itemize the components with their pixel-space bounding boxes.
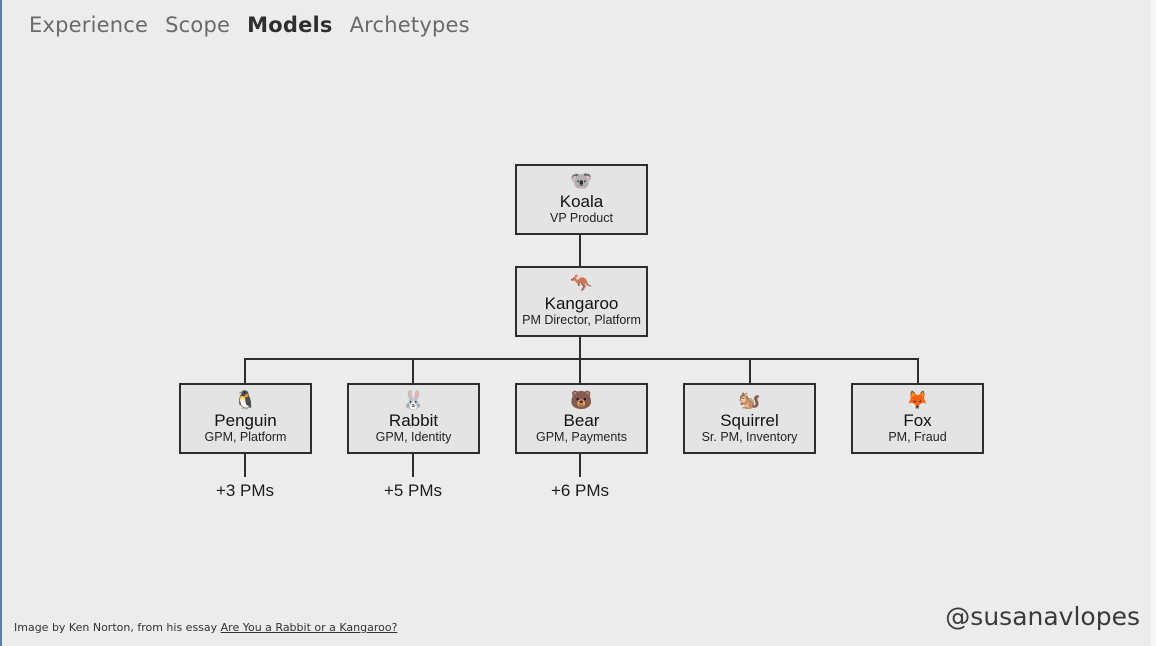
node-fox: 🦊 Fox PM, Fraud — [851, 383, 984, 454]
tab-experience[interactable]: Experience — [29, 13, 149, 37]
squirrel-icon: 🐿️ — [738, 390, 761, 411]
node-squirrel: 🐿️ Squirrel Sr. PM, Inventory — [683, 383, 816, 454]
node-name: Penguin — [214, 411, 277, 430]
node-rabbit: 🐰 Rabbit GPM, Identity — [347, 383, 480, 454]
connector-drop-penguin — [244, 358, 246, 384]
node-name: Kangaroo — [544, 294, 619, 313]
koala-icon: 🐨 — [570, 171, 593, 192]
credit-text: Image by Ken Norton, from his essay — [14, 621, 221, 634]
node-name: Fox — [903, 411, 932, 430]
node-penguin: 🐧 Penguin GPM, Platform — [179, 383, 312, 454]
connector-drop-rabbit — [412, 358, 414, 384]
node-kangaroo: 🦘 Kangaroo PM Director, Platform — [515, 266, 648, 337]
connector-drop-squirrel — [749, 358, 751, 384]
connector-drop-fox — [917, 358, 919, 384]
connector-vp-director — [579, 233, 581, 267]
node-role: Sr. PM, Inventory — [701, 430, 798, 444]
author-handle: @susanavlopes — [945, 602, 1140, 631]
connector-bus — [244, 358, 919, 360]
team-count-rabbit: +5 PMs — [383, 481, 443, 500]
connector-team-rabbit — [412, 453, 414, 477]
node-name: Bear — [563, 411, 600, 430]
connector-team-bear — [579, 453, 581, 477]
tab-archetypes[interactable]: Archetypes — [349, 13, 470, 37]
section-nav: Experience Scope Models Archetypes — [29, 13, 470, 37]
node-name: Squirrel — [720, 411, 779, 430]
node-name: Rabbit — [388, 411, 439, 430]
node-name: Koala — [559, 192, 604, 211]
essay-link[interactable]: Are You a Rabbit or a Kangaroo? — [220, 621, 398, 634]
fox-icon: 🦊 — [906, 390, 929, 411]
penguin-icon: 🐧 — [234, 390, 257, 411]
node-role: GPM, Payments — [536, 430, 627, 444]
rabbit-icon: 🐰 — [402, 390, 425, 411]
team-count-penguin: +3 PMs — [215, 481, 275, 500]
node-role: PM Director, Platform — [522, 313, 641, 327]
tab-models[interactable]: Models — [247, 13, 333, 37]
team-count-bear: +6 PMs — [550, 481, 610, 500]
bear-icon: 🐻 — [570, 390, 593, 411]
node-role: VP Product — [549, 211, 613, 225]
node-role: GPM, Identity — [375, 430, 452, 444]
connector-team-penguin — [244, 453, 246, 477]
node-koala: 🐨 Koala VP Product — [515, 164, 648, 235]
node-role: PM, Fraud — [888, 430, 947, 444]
tab-scope[interactable]: Scope — [165, 13, 231, 37]
kangaroo-icon: 🦘 — [570, 273, 593, 294]
node-bear: 🐻 Bear GPM, Payments — [515, 383, 648, 454]
image-credit: Image by Ken Norton, from his essay Are … — [14, 621, 397, 634]
node-role: GPM, Platform — [204, 430, 287, 444]
slide-edge — [1151, 0, 1156, 646]
